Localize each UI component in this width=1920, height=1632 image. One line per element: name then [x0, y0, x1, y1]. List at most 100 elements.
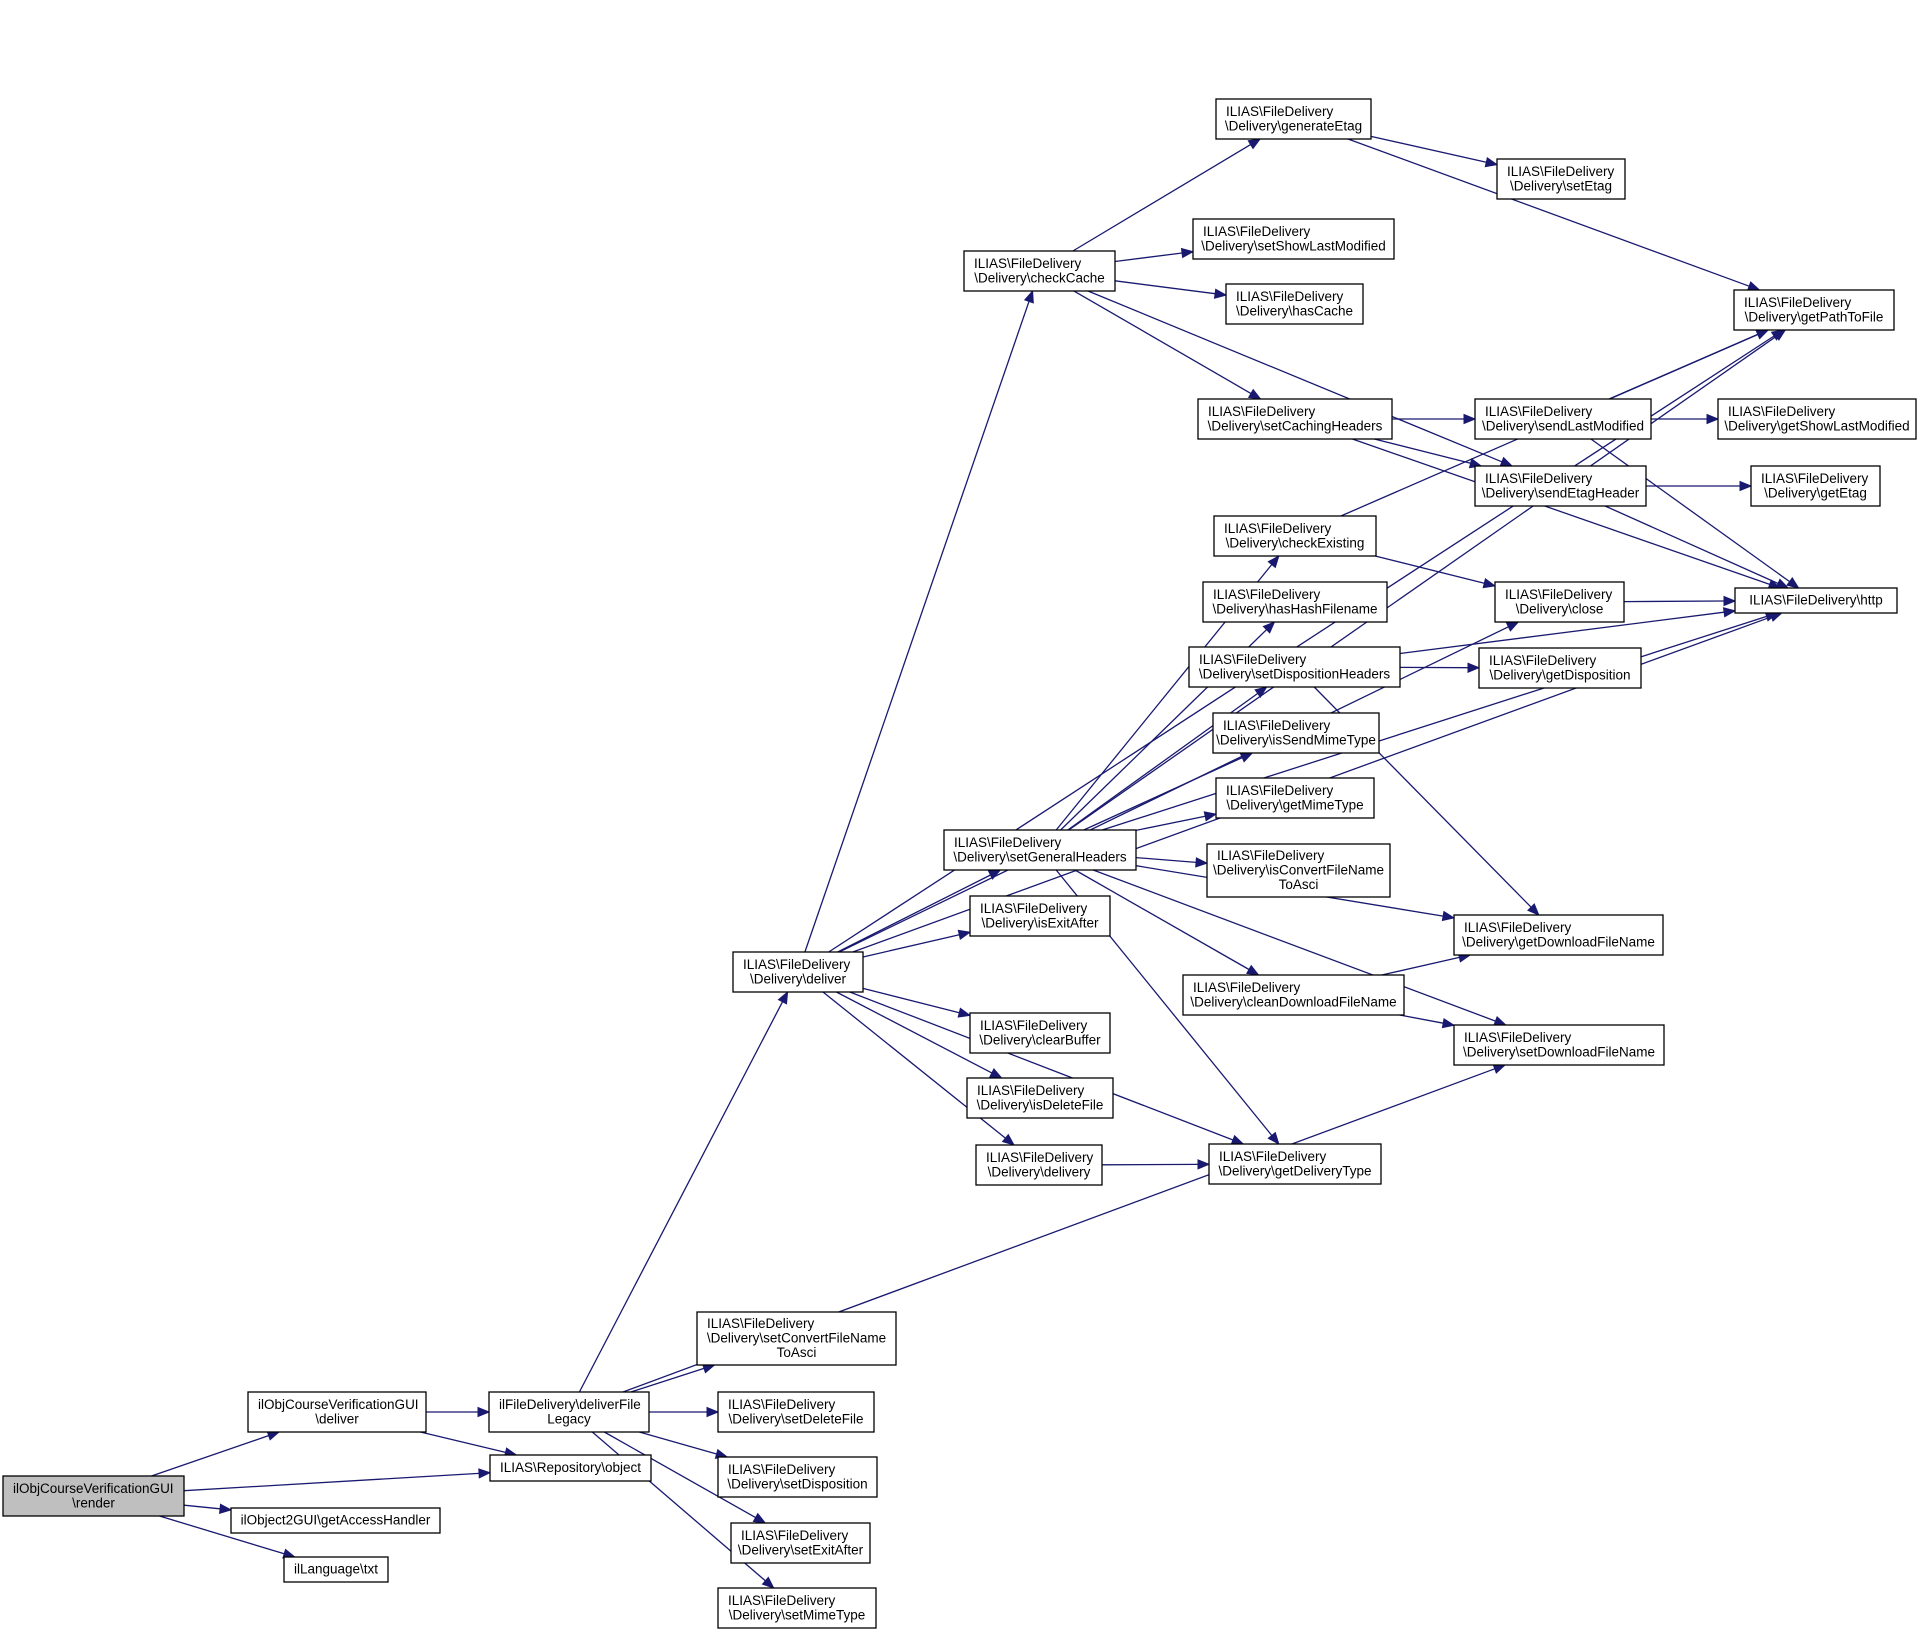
node-box [969, 895, 1111, 937]
edge-line [804, 301, 1030, 953]
node-set_convert[interactable]: ILIAS\FileDelivery\Delivery\setConvertFi… [696, 1311, 897, 1366]
edge-fd_deliver-to-is_exit_after [862, 929, 972, 958]
node-label-line: \Delivery\generateEtag [1225, 118, 1362, 133]
node-box [1215, 777, 1375, 819]
node-has_hash[interactable]: ILIAS\FileDelivery\Delivery\hasHashFilen… [1202, 581, 1388, 623]
node-label-line: ilObjCourseVerificationGUI [13, 1481, 174, 1496]
edge-arrowhead [1755, 329, 1770, 340]
edge-line [578, 1001, 784, 1393]
node-general_headers[interactable]: ILIAS\FileDelivery\Delivery\setGeneralHe… [943, 829, 1137, 871]
node-set_mime[interactable]: ILIAS\FileDelivery\Delivery\setMimeType [717, 1587, 877, 1629]
node-box [1750, 465, 1881, 507]
edge-arrowhead [1786, 577, 1800, 589]
node-access_handler[interactable]: ilObject2GUI\getAccessHandler [230, 1507, 441, 1534]
node-label-line: ILIAS\FileDelivery [1485, 471, 1593, 486]
node-label-line: ilObjCourseVerificationGUI [258, 1397, 419, 1412]
node-is_send_mime[interactable]: ILIAS\FileDelivery\Delivery\isSendMimeTy… [1212, 712, 1380, 754]
node-get_delivery_type[interactable]: ILIAS\FileDelivery\Delivery\getDeliveryT… [1208, 1143, 1382, 1185]
edge-fd_deliver-to-general_headers [837, 869, 1002, 953]
node-box [966, 1077, 1114, 1119]
node-get_path[interactable]: ILIAS\FileDelivery\Delivery\getPathToFil… [1733, 289, 1895, 331]
node-box [1453, 914, 1664, 956]
node-label-line: \deliver [315, 1411, 359, 1426]
node-set_exit_after[interactable]: ILIAS\FileDelivery\Delivery\setExitAfter [730, 1522, 871, 1564]
edge-line [837, 874, 991, 953]
edge-arrowhead [1262, 621, 1276, 634]
node-set_disposition[interactable]: ILIAS\FileDelivery\Delivery\setDispositi… [717, 1456, 878, 1498]
node-gui_deliver[interactable]: ilObjCourseVerificationGUI\deliver [247, 1391, 427, 1433]
edge-arrowhead [989, 1068, 1003, 1079]
edge-gui_deliver-to-repo_object [420, 1431, 518, 1458]
edge-general_headers-to-get_mime [1135, 811, 1218, 832]
node-box [1182, 974, 1405, 1016]
node-http[interactable]: ILIAS\FileDelivery\http [1734, 587, 1898, 614]
node-is_delete[interactable]: ILIAS\FileDelivery\Delivery\isDeleteFile [966, 1077, 1114, 1119]
node-disp_headers[interactable]: ILIAS\FileDelivery\Delivery\setDispositi… [1188, 646, 1401, 688]
node-has_cache[interactable]: ILIAS\FileDelivery\Delivery\hasCache [1225, 283, 1364, 325]
edge-gui_deliver-to-deliver_legacy [426, 1406, 491, 1418]
edge-arrowhead [1197, 1159, 1211, 1170]
node-get_etag[interactable]: ILIAS\FileDelivery\Delivery\getEtag [1750, 465, 1881, 507]
edge-line [1074, 869, 1250, 971]
node-caching_headers[interactable]: ILIAS\FileDelivery\Delivery\setCachingHe… [1197, 398, 1393, 440]
node-box [1496, 158, 1626, 200]
node-label-line: \Delivery\isExitAfter [981, 915, 1099, 930]
node-fd_deliver[interactable]: ILIAS\FileDelivery\Delivery\deliver [732, 951, 864, 993]
edge-arrowhead [1195, 857, 1209, 868]
edge-line [630, 1367, 705, 1393]
node-close[interactable]: ILIAS\FileDelivery\Delivery\close [1494, 581, 1625, 623]
node-get_show_lm[interactable]: ILIAS\FileDelivery\Delivery\getShowLastM… [1717, 398, 1917, 440]
node-delivery[interactable]: ILIAS\FileDelivery\Delivery\delivery [975, 1144, 1103, 1186]
node-label-line: \Delivery\clearBuffer [979, 1032, 1101, 1047]
edge-line [1135, 815, 1206, 832]
edge-arrowhead [1254, 686, 1268, 698]
node-get_dl_name[interactable]: ILIAS\FileDelivery\Delivery\getDownloadF… [1453, 914, 1664, 956]
node-is_exit_after[interactable]: ILIAS\FileDelivery\Delivery\isExitAfter [969, 895, 1111, 937]
edge-fd_deliver-to-get_delivery_type [849, 991, 1245, 1145]
node-set_etag[interactable]: ILIAS\FileDelivery\Delivery\setEtag [1496, 158, 1626, 200]
node-label-line: ILIAS\FileDelivery [1464, 1030, 1572, 1045]
node-get_mime[interactable]: ILIAS\FileDelivery\Delivery\getMimeType [1215, 777, 1375, 819]
node-label-line: ILIAS\FileDelivery [728, 1397, 836, 1412]
edge-clean_dl-to-get_dl_name [1381, 952, 1472, 976]
node-label-line: ILIAS\FileDelivery [1217, 848, 1325, 863]
node-label-line: \Delivery\checkExisting [1226, 535, 1365, 550]
node-box [1197, 398, 1393, 440]
node-label-line: ToAsci [777, 1345, 817, 1360]
node-generate_etag[interactable]: ILIAS\FileDelivery\Delivery\generateEtag [1215, 98, 1372, 140]
node-get_disposition[interactable]: ILIAS\FileDelivery\Delivery\getDispositi… [1478, 647, 1642, 689]
node-check_existing[interactable]: ILIAS\FileDelivery\Delivery\checkExistin… [1213, 515, 1377, 557]
edge-general_headers-to-http [1102, 611, 1779, 831]
node-box [730, 1522, 871, 1564]
node-set_show_lm[interactable]: ILIAS\FileDelivery\Delivery\setShowLastM… [1192, 218, 1395, 260]
node-clear_buffer[interactable]: ILIAS\FileDelivery\Delivery\clearBuffer [969, 1012, 1111, 1054]
edge-line [862, 987, 960, 1014]
node-box [247, 1391, 427, 1433]
node-clean_dl[interactable]: ILIAS\FileDelivery\Delivery\cleanDownloa… [1182, 974, 1405, 1016]
node-label-line: ILIAS\FileDelivery [1208, 404, 1316, 419]
node-set_delete[interactable]: ILIAS\FileDelivery\Delivery\setDeleteFil… [717, 1391, 875, 1433]
node-label-line: \Delivery\getDisposition [1489, 667, 1630, 682]
edge-caching_headers-to-send_lm [1392, 413, 1477, 425]
node-send_lm[interactable]: ILIAS\FileDelivery\Delivery\sendLastModi… [1474, 398, 1652, 440]
node-label-line: ILIAS\FileDelivery [1507, 164, 1615, 179]
node-repo_object[interactable]: ILIAS\Repository\object [489, 1454, 652, 1482]
node-label-line: ILIAS\FileDelivery [1226, 104, 1334, 119]
node-box [1717, 398, 1917, 440]
edge-arrowhead [1723, 595, 1737, 607]
node-is_convert[interactable]: ILIAS\FileDelivery\Delivery\isConvertFil… [1206, 843, 1391, 898]
node-check_cache[interactable]: ILIAS\FileDelivery\Delivery\checkCache [963, 250, 1116, 292]
node-label-line: \Delivery\checkCache [974, 270, 1105, 285]
node-send_etag[interactable]: ILIAS\FileDelivery\Delivery\sendEtagHead… [1474, 465, 1647, 507]
node-set_dl_name[interactable]: ILIAS\FileDelivery\Delivery\setDownloadF… [1453, 1024, 1665, 1066]
edge-deliver_legacy-to-set_delete [649, 1406, 720, 1418]
edge-send_lm-to-get_show_lm [1651, 413, 1720, 425]
node-lang_txt[interactable]: ilLanguage\txt [283, 1556, 389, 1583]
node-box [283, 1556, 389, 1583]
edge-line [1399, 1014, 1444, 1024]
edge-fd_deliver-to-clear_buffer [862, 987, 972, 1018]
node-render[interactable]: ilObjCourseVerificationGUI\render [2, 1475, 185, 1517]
edge-disp_headers-to-get_disposition [1399, 662, 1481, 673]
node-label-line: ILIAS\FileDelivery [986, 1150, 1094, 1165]
